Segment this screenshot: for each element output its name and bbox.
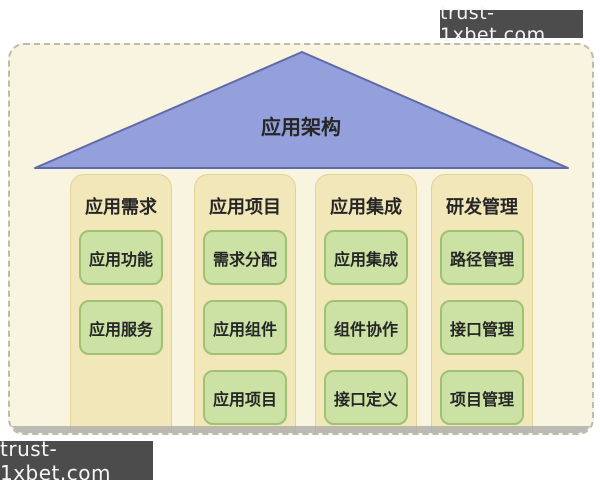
pillar-title: 应用需求 [85, 197, 157, 218]
roof-triangle [34, 51, 569, 169]
pillar-item: 应用组件 [203, 300, 287, 355]
pillar-item: 接口定义 [324, 370, 408, 425]
watermark-top: trust-1xbet.com [440, 2, 583, 46]
pillar-application-projects: 应用项目 需求分配 应用组件 应用项目 [194, 174, 296, 433]
pillar-application-integration: 应用集成 应用集成 组件协作 接口定义 [315, 174, 417, 433]
pillar-rd-management: 研发管理 路径管理 接口管理 项目管理 [431, 174, 533, 433]
pillar-item: 需求分配 [203, 230, 287, 285]
pillar-application-requirements: 应用需求 应用功能 应用服务 [70, 174, 172, 433]
roof-label: 应用架构 [261, 115, 341, 139]
pillar-item: 应用服务 [79, 300, 163, 355]
pillar-item: 接口管理 [440, 300, 524, 355]
pillar-item: 路径管理 [440, 230, 524, 285]
pillar-title: 应用项目 [209, 197, 281, 218]
pillar-item: 应用功能 [79, 230, 163, 285]
pillar-item: 组件协作 [324, 300, 408, 355]
pillar-title: 研发管理 [446, 197, 518, 218]
pillar-item: 应用集成 [324, 230, 408, 285]
pillar-item: 应用项目 [203, 370, 287, 425]
pillar-item: 项目管理 [440, 370, 524, 425]
watermark-bottom: trust-1xbet.com [0, 437, 153, 480]
architecture-diagram: 应用架构 应用需求 应用功能 应用服务 应用项目 需求分配 应用组件 应用项目 … [8, 43, 594, 435]
bottom-shadow-strip [10, 426, 592, 433]
pillar-title: 应用集成 [330, 197, 402, 218]
